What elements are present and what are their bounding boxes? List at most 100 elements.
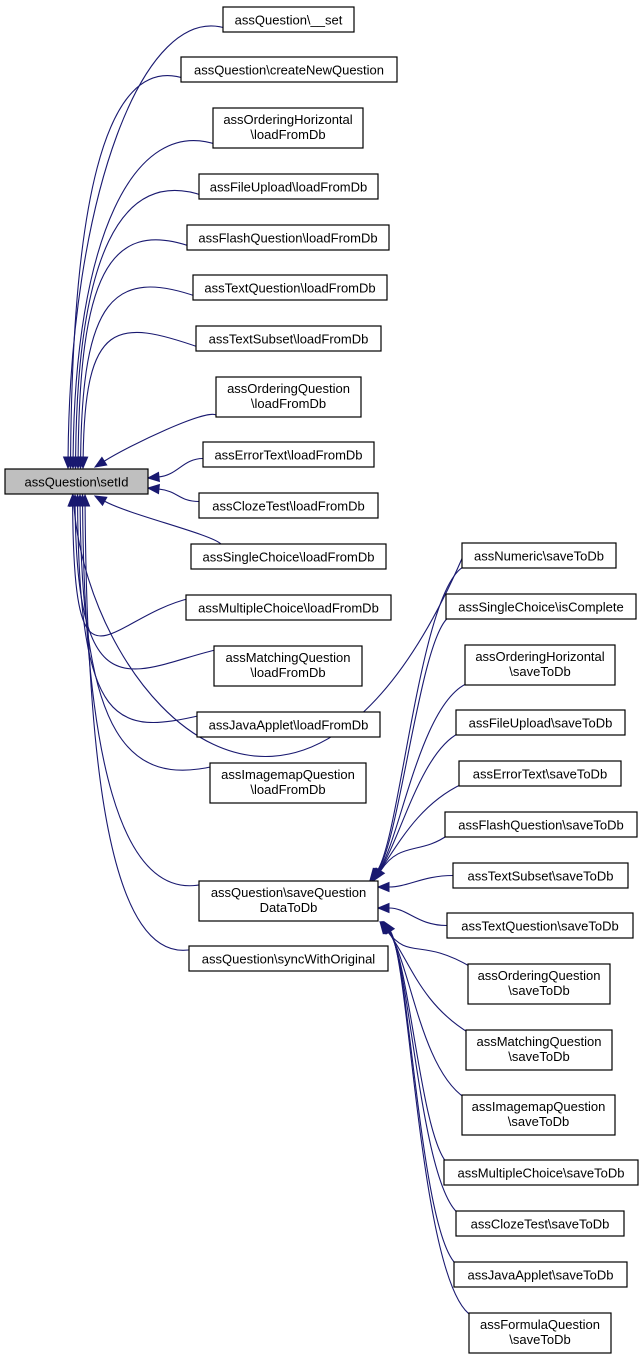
node-text-subset-load[interactable]: assTextSubset\loadFromDb: [195, 325, 382, 352]
node-label: assMultipleChoice\loadFromDb: [198, 601, 379, 616]
edge-single-choice-load: [93, 495, 222, 545]
node-box: [467, 963, 611, 1005]
node-box: [215, 376, 362, 418]
edge-flash-save-to-mid: [373, 834, 449, 882]
node-ord-horiz-load[interactable]: assOrderingHorizontal\loadFromDb: [212, 107, 364, 149]
node-label: assOrderingQuestion: [227, 381, 350, 396]
node-error-text-save[interactable]: assErrorText\saveToDb: [458, 760, 622, 787]
node-file-upload-load[interactable]: assFileUpload\loadFromDb: [198, 173, 379, 200]
node-box: [465, 1029, 613, 1071]
node-java-applet-load[interactable]: assJavaApplet\loadFromDb: [196, 711, 381, 738]
edge-line: [380, 834, 449, 872]
node-label: assJavaApplet\loadFromDb: [209, 718, 369, 733]
node-sync-with-original[interactable]: assQuestion\syncWithOriginal: [188, 945, 389, 972]
edge-line: [388, 930, 448, 1164]
node-imagemap-load[interactable]: assImagemapQuestion\loadFromDb: [209, 762, 367, 804]
edge-line: [75, 190, 205, 458]
node-box: [464, 644, 616, 686]
node-file-upload-save[interactable]: assFileUpload\saveToDb: [455, 709, 626, 736]
node-box: [444, 811, 638, 838]
node-error-text-load[interactable]: assErrorText\loadFromDb: [202, 441, 375, 468]
node-ordering-qload[interactable]: assOrderingQuestion\loadFromDb: [215, 376, 362, 418]
node-label: assJavaApplet\saveToDb: [468, 1268, 614, 1283]
edge-flash-load: [72, 239, 193, 470]
node-label: assQuestion\__set: [235, 13, 343, 28]
node-java-applet-save[interactable]: assJavaApplet\saveToDb: [453, 1261, 628, 1288]
node-numeric-save[interactable]: assNumeric\saveToDb: [461, 542, 617, 569]
edge-line: [72, 140, 219, 458]
node-label: assQuestion\setId: [24, 475, 128, 490]
edge-line: [158, 488, 200, 503]
node-label: assFlashQuestion\loadFromDb: [198, 231, 377, 246]
edge-ordering-qload: [93, 413, 217, 468]
edge-imagemap-load: [74, 493, 216, 771]
edge-line: [73, 505, 463, 758]
node-label: assFileUpload\saveToDb: [469, 716, 613, 731]
edge-line: [387, 930, 466, 1099]
edge-arrowhead: [93, 456, 108, 468]
node-box: [180, 56, 398, 83]
node-label: assFileUpload\loadFromDb: [210, 180, 368, 195]
node-box: [190, 543, 387, 570]
node-multiple-choice-load[interactable]: assMultipleChoice\loadFromDb: [185, 594, 392, 621]
edge-line: [74, 505, 220, 670]
node-box: [186, 224, 390, 251]
edge-line: [387, 930, 470, 1034]
node-box: [445, 593, 637, 620]
node-label: assTextQuestion\loadFromDb: [204, 281, 375, 296]
node-ord-horiz-save[interactable]: assOrderingHorizontal\saveToDb: [464, 644, 616, 686]
edge-line: [80, 286, 199, 458]
edge-ord-horiz-load: [67, 140, 219, 470]
node-text-qsave[interactable]: assTextQuestion\saveToDb: [446, 912, 634, 939]
edge-cloze-load: [146, 483, 200, 503]
edge-imagemap-save-to-mid: [380, 920, 466, 1099]
edge-sync-with-original: [79, 493, 195, 951]
edge-line: [104, 500, 222, 545]
node-box: [458, 760, 622, 787]
node-label: assClozeTest\saveToDb: [471, 1217, 610, 1232]
node-matching-save[interactable]: assMatchingQuestion\saveToDb: [465, 1029, 613, 1071]
node-matching-load[interactable]: assMatchingQuestion\loadFromDb: [213, 645, 363, 687]
edge-line: [389, 930, 473, 1317]
node-cloze-load[interactable]: assClozeTest\loadFromDb: [198, 492, 379, 519]
node-multiple-choice-save[interactable]: assMultipleChoice\saveToDb: [443, 1159, 639, 1186]
node-label: assFlashQuestion\saveToDb: [458, 818, 623, 833]
node-ordering-qsave[interactable]: assOrderingQuestion\saveToDb: [467, 963, 611, 1005]
node-box: [198, 173, 379, 200]
node-label: assOrderingHorizontal: [475, 649, 604, 664]
edge-line: [388, 907, 448, 927]
node-text-qload[interactable]: assTextQuestion\loadFromDb: [192, 274, 388, 301]
node-box: [192, 274, 388, 301]
node-create-new-question[interactable]: assQuestion\createNewQuestion: [180, 56, 398, 83]
edge-line: [158, 457, 204, 478]
edge-error-text-load: [146, 457, 204, 483]
node-label: assMatchingQuestion: [225, 650, 350, 665]
node-label: assTextSubset\loadFromDb: [209, 332, 369, 347]
node-box: [202, 441, 375, 468]
edge-file-upload-load: [70, 190, 205, 470]
node-label: \saveToDb: [509, 664, 570, 679]
node-label: \saveToDb: [508, 983, 569, 998]
node-box: [452, 862, 629, 889]
edge-line: [79, 505, 216, 771]
node-label: assImagemapQuestion: [472, 1099, 606, 1114]
node-label: assQuestion\createNewQuestion: [194, 63, 384, 78]
edge-multiple-choice-save-to-mid: [381, 920, 448, 1164]
node-single-choice-load[interactable]: assSingleChoice\loadFromDb: [190, 543, 387, 570]
node-set[interactable]: assQuestion\__set: [222, 6, 355, 33]
node-imagemap-save[interactable]: assImagemapQuestion\saveToDb: [461, 1094, 616, 1136]
edge-line: [377, 616, 450, 872]
node-single-choice-complete[interactable]: assSingleChoice\isComplete: [445, 593, 637, 620]
node-box: [195, 325, 382, 352]
node-flash-save[interactable]: assFlashQuestion\saveToDb: [444, 811, 638, 838]
node-flash-load[interactable]: assFlashQuestion\loadFromDb: [186, 224, 390, 251]
edge-arrowhead: [376, 902, 390, 914]
node-label: \saveToDb: [509, 1332, 570, 1347]
node-text-subset-save[interactable]: assTextSubset\saveToDb: [452, 862, 629, 889]
node-label: DataToDb: [260, 900, 318, 915]
node-cloze-save[interactable]: assClozeTest\saveToDb: [455, 1210, 625, 1237]
node-formula-save[interactable]: assFormulaQuestion\saveToDb: [468, 1312, 612, 1354]
node-set-id[interactable]: assQuestion\setId: [4, 468, 149, 495]
